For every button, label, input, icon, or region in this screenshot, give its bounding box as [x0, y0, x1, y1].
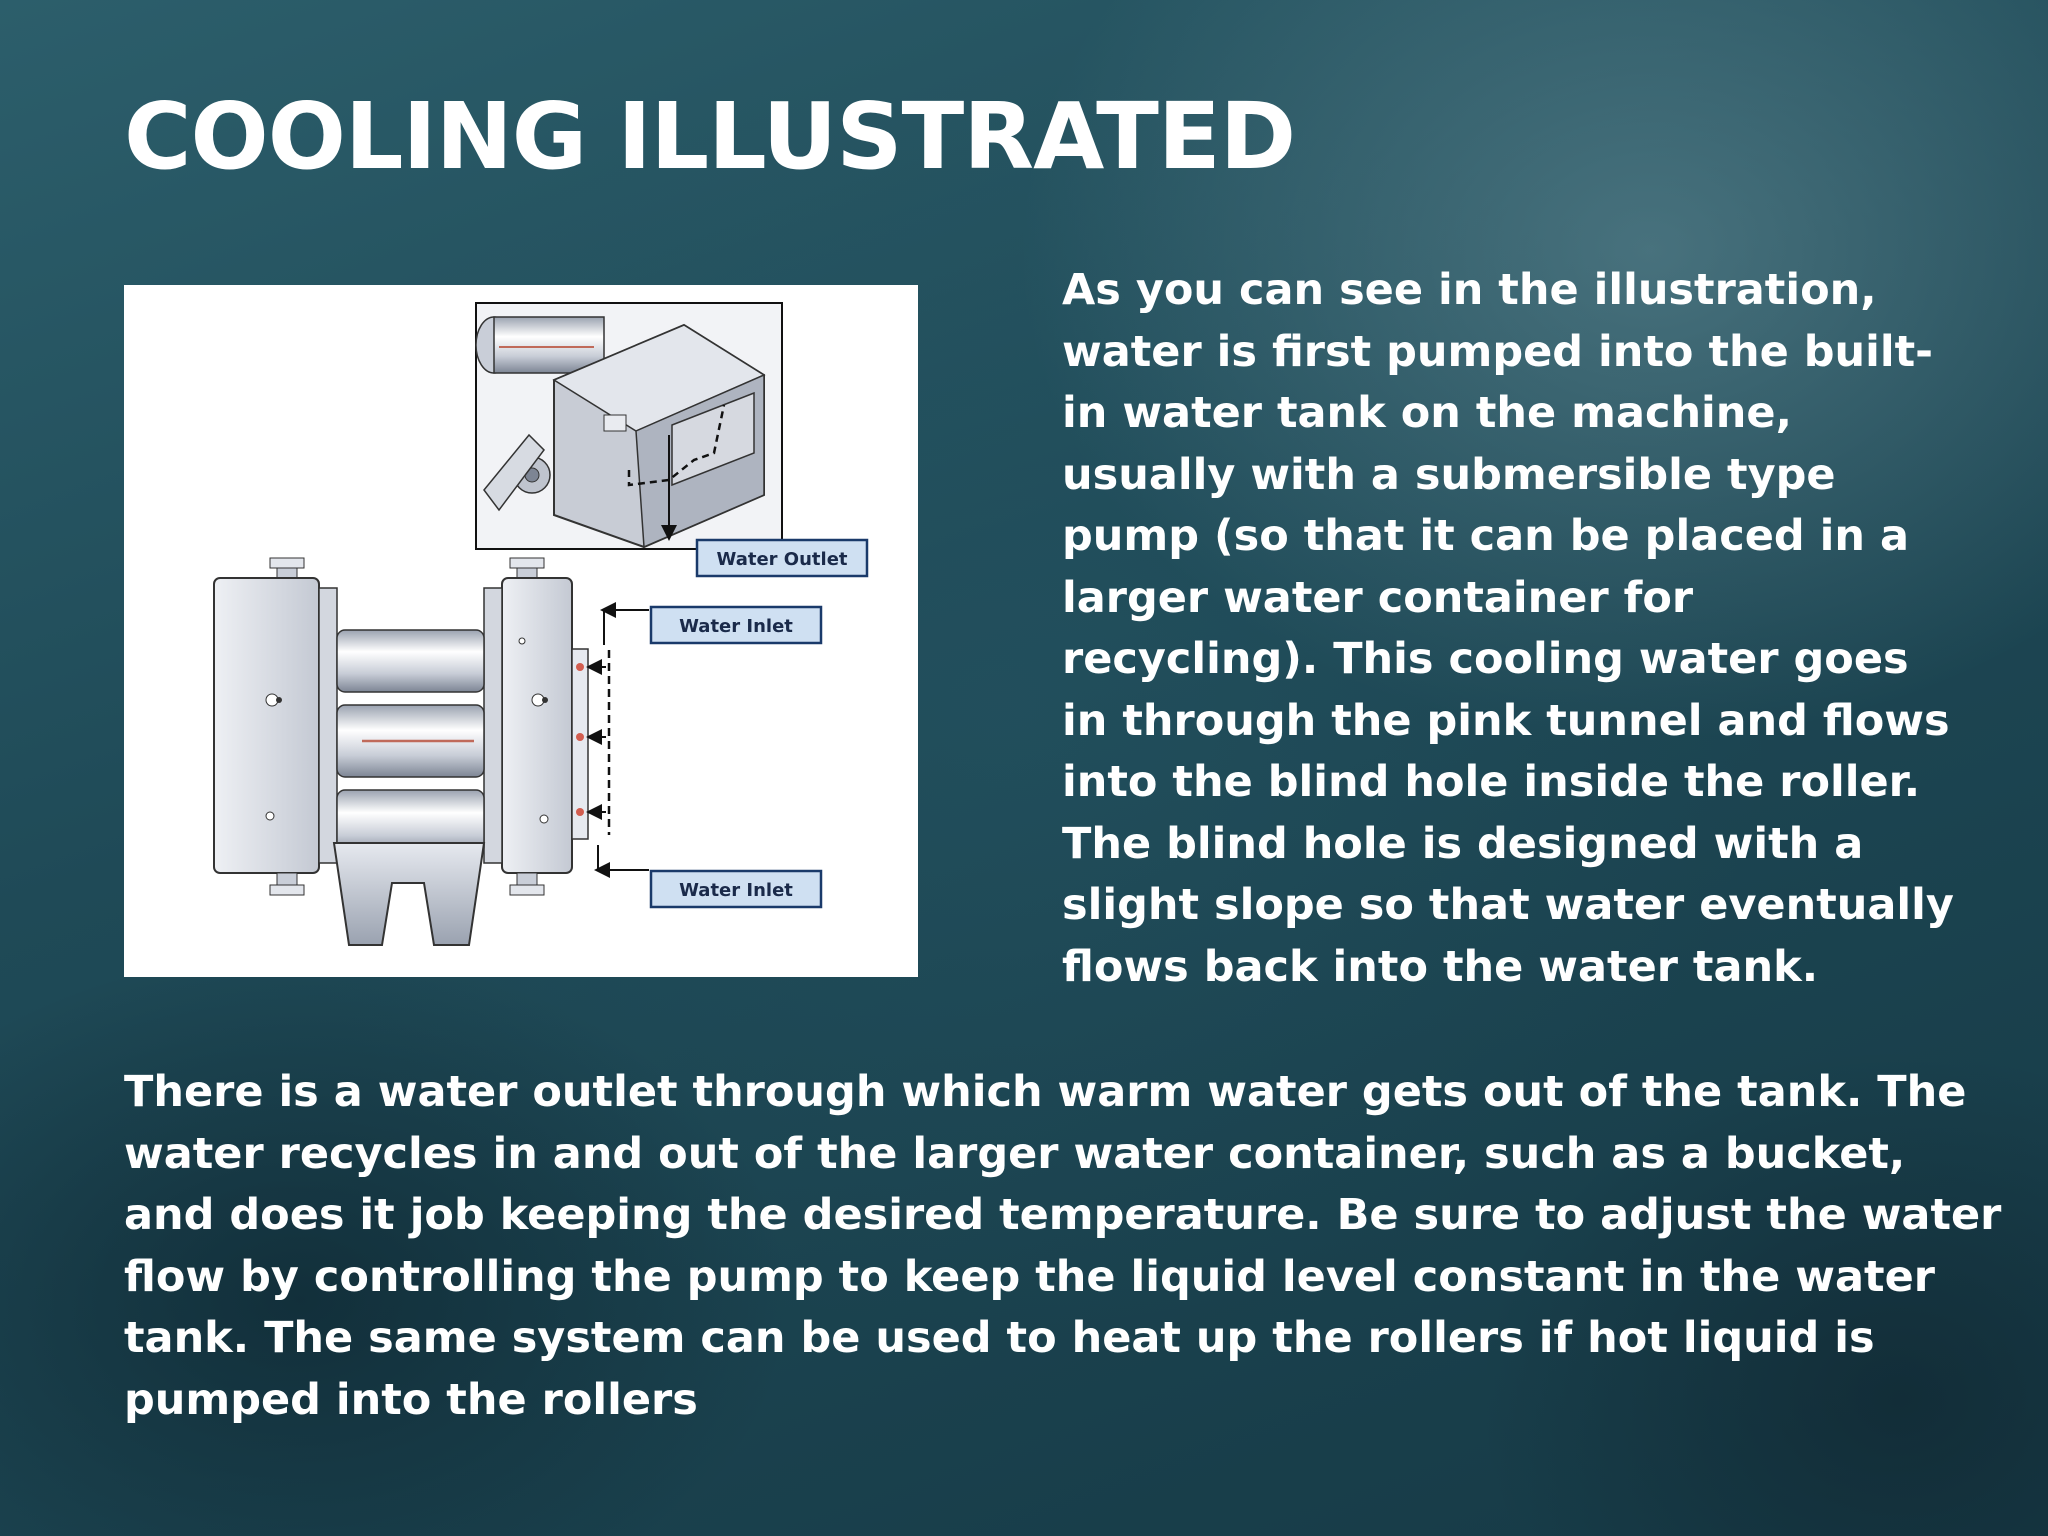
cooling-diagram: Water Outlet Water Inlet Water Inlet [124, 285, 918, 977]
inset-detail-view [475, 302, 783, 550]
water-outlet-text: Water Outlet [716, 549, 847, 570]
side-paragraph: As you can see in the illustration, wate… [1062, 265, 1954, 992]
bottom-paragraph: There is a water outlet through which wa… [124, 1067, 2002, 1425]
water-inlet-top-text: Water Inlet [679, 616, 793, 637]
water-inlet-top-label: Water Inlet [649, 605, 823, 645]
water-inlet-bottom-label: Water Inlet [649, 869, 823, 909]
water-outlet-label: Water Outlet [695, 538, 869, 578]
roller-machine [213, 557, 649, 946]
water-inlet-bottom-text: Water Inlet [679, 880, 793, 901]
slide-title: COOLING ILLUSTRATED [124, 83, 1296, 190]
